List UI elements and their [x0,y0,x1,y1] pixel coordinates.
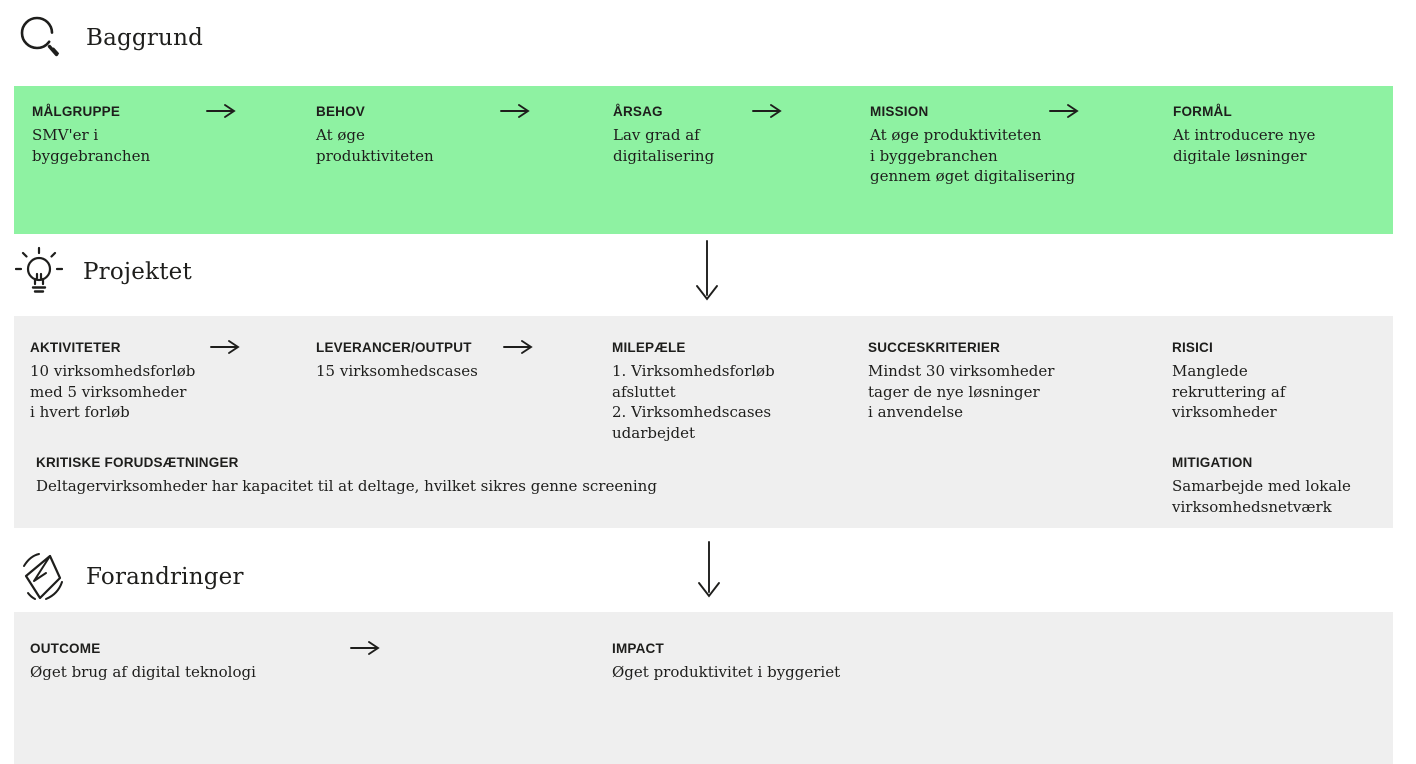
arrow-right-icon [500,103,530,119]
cell-aktiviteter: AKTIVITETER 10 virksomhedsforløb med 5 v… [30,340,210,423]
compass-icon [18,552,64,602]
cell-body: At introducere nye digitale løsninger [1173,126,1316,165]
lightbulb-icon [14,246,64,298]
arrow-down-icon [694,240,720,304]
cell-leverancer: LEVERANCER/OUTPUT 15 virksomhedscases [316,340,496,382]
arrow-right-icon [350,640,380,656]
section-title: Baggrund [86,24,204,51]
cell-body: 10 virksomhedsforløb med 5 virksomheder … [30,362,196,421]
cell-label: AKTIVITETER [30,340,121,355]
cell-label: MITIGATION [1172,455,1253,470]
cell-milepaele: MILEPÆLE 1. Virksomhedsforløb afsluttet … [612,340,802,443]
section-title: Projektet [83,259,192,285]
cell-body: Deltagervirksomheder har kapacitet til a… [36,477,657,495]
cell-label: KRITISKE FORUDSÆTNINGER [36,455,239,470]
cell-label: FORMÅL [1173,104,1232,119]
arrow-right-icon [210,339,240,355]
cell-body: At øge produktiviteten [316,126,434,165]
cell-outcome: OUTCOME Øget brug af digital teknologi [30,641,310,683]
cell-impact: IMPACT Øget produktivitet i byggeriet [612,641,912,683]
projektet-band [14,316,1393,528]
arrow-right-icon [1049,103,1079,119]
cell-label: IMPACT [612,641,664,656]
cell-mission: MISSION At øge produktiviteten i byggebr… [870,104,1100,187]
cell-mitigation: MITIGATION Samarbejde med lokale virksom… [1172,455,1382,517]
cell-body: Øget brug af digital teknologi [30,663,256,681]
cell-behov: BEHOV At øge produktiviteten [316,104,496,166]
cell-body: At øge produktiviteten i byggebranchen g… [870,126,1076,185]
cell-arsag: ÅRSAG Lav grad af digitalisering [613,104,763,166]
magnifier-icon [18,14,62,61]
cell-label: MISSION [870,104,929,119]
section-heading-projektet: Projektet [14,246,192,298]
arrow-down-icon [696,541,722,601]
forandringer-band [14,612,1393,764]
cell-body: Lav grad af digitalisering [613,126,715,165]
cell-label: MILEPÆLE [612,340,686,355]
section-heading-forandringer: Forandringer [18,552,244,602]
cell-body: SMV'er i byggebranchen [32,126,151,165]
cell-label: SUCCESKRITERIER [868,340,1001,355]
cell-body: 15 virksomhedscases [316,362,478,380]
arrow-right-icon [503,339,533,355]
cell-formal: FORMÅL At introducere nye digitale løsni… [1173,104,1383,166]
baggrund-band [14,86,1393,234]
section-heading-baggrund: Baggrund [18,14,203,61]
arrow-right-icon [206,103,236,119]
cell-kritiske-forudsaetninger: KRITISKE FORUDSÆTNINGER Deltagervirksomh… [36,455,716,497]
cell-label: RISICI [1172,340,1213,355]
cell-risici: RISICI Manglede rekruttering af virksomh… [1172,340,1372,423]
section-title: Forandringer [86,564,244,590]
cell-body: Samarbejde med lokale virksomhedsnetværk [1172,477,1351,516]
cell-label: MÅLGRUPPE [32,104,121,119]
arrow-right-icon [752,103,782,119]
cell-body: 1. Virksomhedsforløb afsluttet 2. Virkso… [612,362,775,442]
cell-succeskriterier: SUCCESKRITERIER Mindst 30 virksomheder t… [868,340,1078,423]
cell-body: Mindst 30 virksomheder tager de nye løsn… [868,362,1055,421]
cell-body: Øget produktivitet i byggeriet [612,663,841,681]
cell-label: BEHOV [316,104,366,119]
cell-label: OUTCOME [30,641,101,656]
cell-label: LEVERANCER/OUTPUT [316,340,472,355]
cell-label: ÅRSAG [613,104,663,119]
cell-body: Manglede rekruttering af virksomheder [1172,362,1286,421]
cell-malgruppe: MÅLGRUPPE SMV'er i byggebranchen [32,104,202,166]
